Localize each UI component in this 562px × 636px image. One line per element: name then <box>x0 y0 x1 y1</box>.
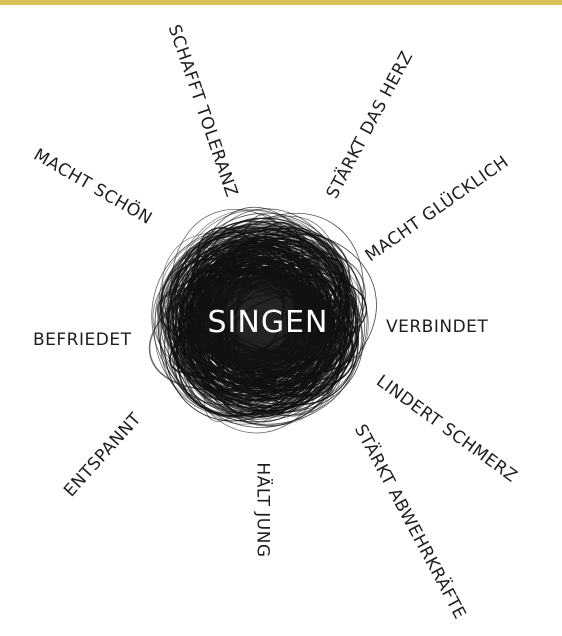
benefit-label-befriedet: BEFRIEDET <box>33 330 131 350</box>
center-word: SINGEN <box>208 305 329 340</box>
benefit-label-verbindet: VERBINDET <box>386 317 488 337</box>
benefit-label-haelt-jung: HÄLT JUNG <box>253 462 273 557</box>
